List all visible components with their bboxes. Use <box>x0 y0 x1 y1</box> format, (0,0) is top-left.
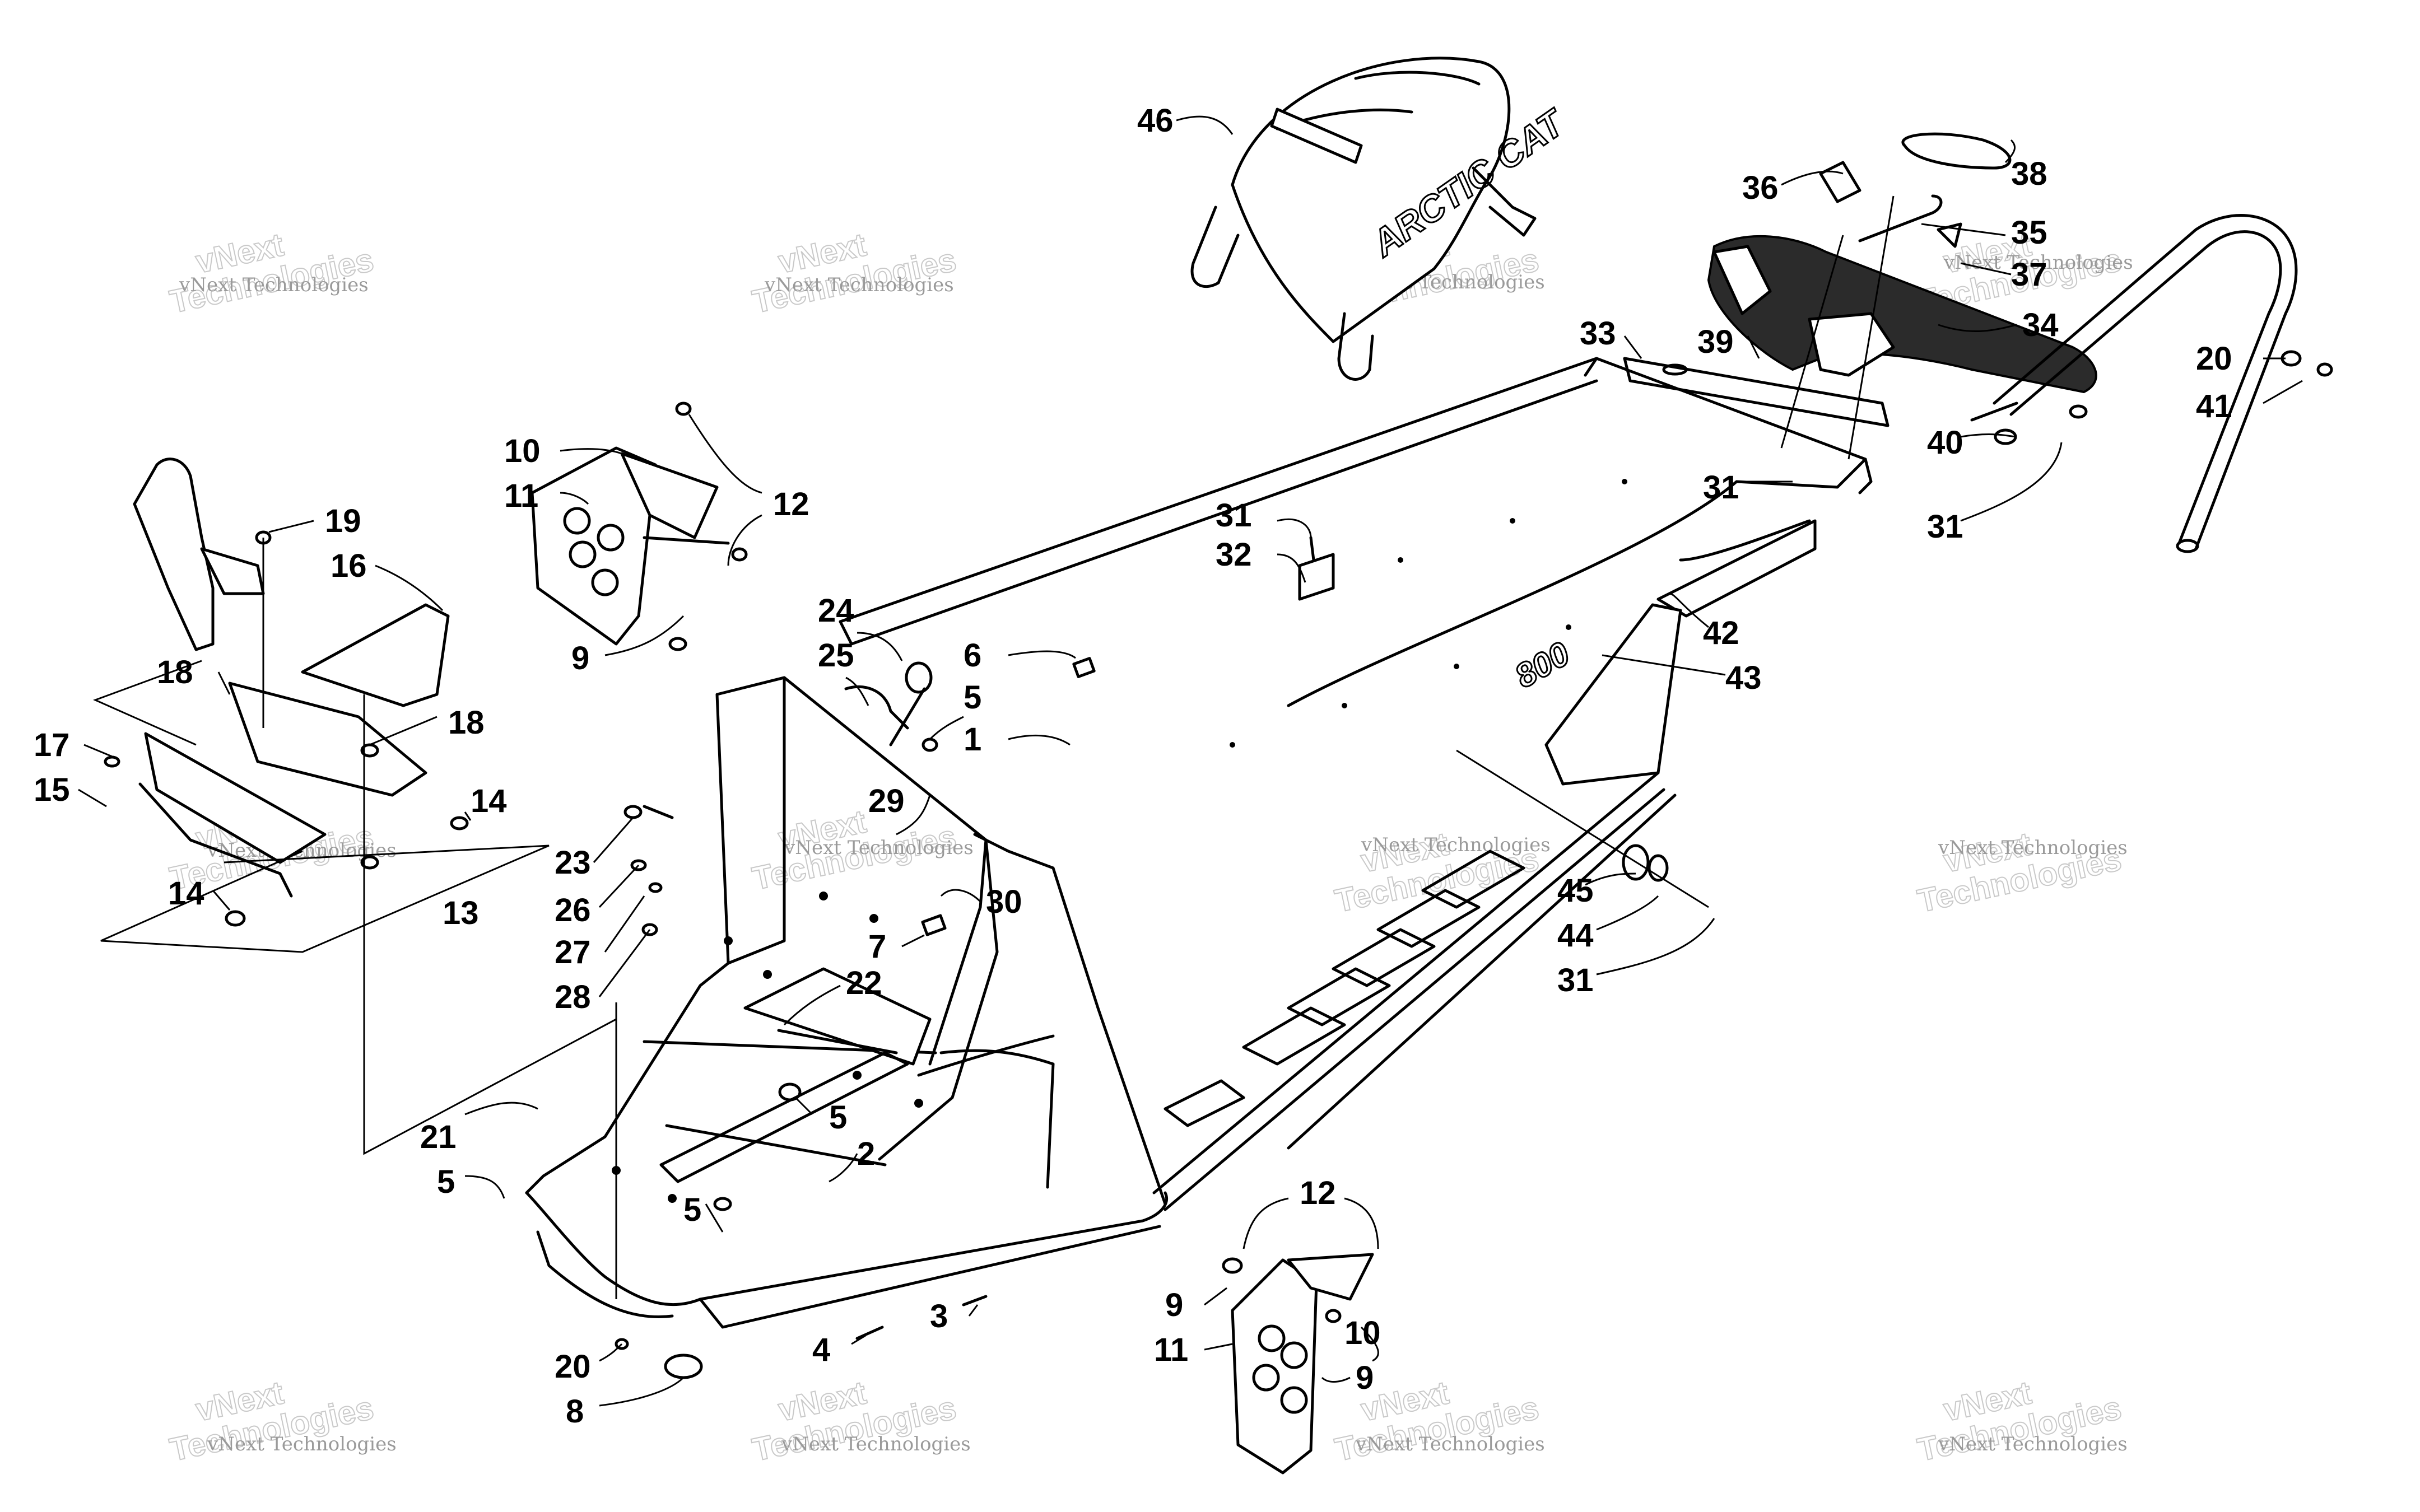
callout-28: 28 <box>555 979 591 1015</box>
watermark-text: vNext Technologies <box>784 837 974 859</box>
callout-13: 13 <box>443 895 479 931</box>
callout-14-left: 14 <box>168 875 204 912</box>
callout-2: 2 <box>857 1136 875 1172</box>
callout-31-rear-a: 31 <box>1703 469 1739 506</box>
callout-5-bottom: 5 <box>683 1192 701 1228</box>
callout-21: 21 <box>420 1119 457 1155</box>
callout-1: 1 <box>964 721 981 758</box>
leader-lines <box>78 115 2303 1407</box>
callout-31-right: 31 <box>1557 962 1594 998</box>
callout-45: 45 <box>1557 872 1594 909</box>
callout-46: 46 <box>1137 102 1174 139</box>
callout-23: 23 <box>555 844 591 881</box>
callout-30: 30 <box>986 884 1022 920</box>
callout-25: 25 <box>818 637 854 674</box>
callout-6: 6 <box>964 637 981 674</box>
callout-9-left: 9 <box>571 640 589 676</box>
part-rear-grab-bar <box>1970 214 2298 553</box>
callout-17: 17 <box>34 727 70 763</box>
callout-12-right: 12 <box>1300 1175 1336 1211</box>
callout-35: 35 <box>2011 214 2047 251</box>
callout-3: 3 <box>930 1298 948 1334</box>
watermark-text: vNext Technologies <box>1943 251 2133 274</box>
callout-11-right: 11 <box>1154 1332 1188 1368</box>
callout-32: 32 <box>1216 536 1252 573</box>
callout-5-mid: 5 <box>829 1099 847 1136</box>
watermark-text: vNext Technologies <box>764 274 954 296</box>
callout-19: 19 <box>325 503 361 539</box>
callout-10-right: 10 <box>1344 1315 1381 1351</box>
callout-26: 26 <box>555 892 591 928</box>
callouts: 46 36 38 35 37 34 39 33 20 41 31 40 31 3… <box>34 102 2232 1430</box>
callout-11-left: 11 <box>504 478 538 514</box>
watermark: vNext Technologies <box>1914 825 2125 920</box>
watermark-text: vNext Technologies <box>1355 1433 1545 1455</box>
callout-31-center: 31 <box>1216 497 1252 534</box>
callout-41: 41 <box>2196 388 2232 424</box>
callout-14-right: 14 <box>471 783 507 819</box>
callout-36: 36 <box>1742 170 1779 206</box>
callout-42: 42 <box>1703 615 1739 651</box>
callout-29: 29 <box>868 783 905 819</box>
callout-5-left: 5 <box>437 1164 455 1200</box>
watermark-text: vNext Technologies <box>1938 837 2128 859</box>
callout-27: 27 <box>555 934 591 970</box>
part-seat-assembly <box>1707 132 2097 394</box>
part-footrest-left <box>530 446 730 646</box>
callout-20-rear: 20 <box>2196 340 2232 377</box>
part-tunnel-plate <box>1623 357 1890 427</box>
watermark: vNext Technologies <box>166 226 378 321</box>
watermark-text: vNext Technologies <box>781 1433 971 1455</box>
watermark-text: vNext Technologies <box>207 1433 397 1455</box>
callout-16: 16 <box>331 548 367 584</box>
part-footrest-right <box>1231 1253 1374 1474</box>
callout-9-right-b: 9 <box>1356 1360 1374 1396</box>
watermark: vNext Technologies <box>749 226 960 321</box>
callout-8: 8 <box>566 1393 584 1430</box>
callout-40: 40 <box>1927 424 1963 461</box>
callout-24: 24 <box>818 592 854 629</box>
callout-33: 33 <box>1580 315 1616 352</box>
callout-12-left: 12 <box>773 486 809 522</box>
part-front-bumper <box>133 458 450 898</box>
callout-31-rear-b: 31 <box>1927 508 1963 545</box>
callout-5-top: 5 <box>964 679 981 716</box>
callout-18-right: 18 <box>448 704 485 741</box>
callout-43: 43 <box>1725 660 1762 696</box>
callout-4: 4 <box>812 1332 830 1368</box>
callout-7: 7 <box>868 928 886 965</box>
callout-9-right-a: 9 <box>1165 1287 1183 1323</box>
callout-38: 38 <box>2011 156 2047 192</box>
callout-39: 39 <box>1697 324 1734 360</box>
part-hood: ARCTIC CAT <box>1190 57 1574 381</box>
watermark-text: vNext Technologies <box>1361 834 1551 856</box>
side-logo: 800 <box>1509 634 1576 695</box>
part-front-bulkhead <box>525 676 1169 1329</box>
callout-37: 37 <box>2011 256 2047 293</box>
callout-20-bottom: 20 <box>555 1348 591 1385</box>
callout-10-left: 10 <box>504 433 541 469</box>
callout-22: 22 <box>846 965 882 1001</box>
callout-34: 34 <box>2022 307 2059 343</box>
watermark-text: vNext Technologies <box>1938 1433 2128 1455</box>
callout-18-left: 18 <box>157 654 193 690</box>
watermark: vNext Technologies <box>1332 825 1543 920</box>
callout-15: 15 <box>34 772 70 808</box>
callout-44: 44 <box>1557 917 1594 954</box>
part-chassis-tunnel: 800 <box>839 357 1873 1211</box>
watermark-text: vNext Technologies <box>179 274 369 296</box>
part-hardware <box>104 350 2333 1379</box>
